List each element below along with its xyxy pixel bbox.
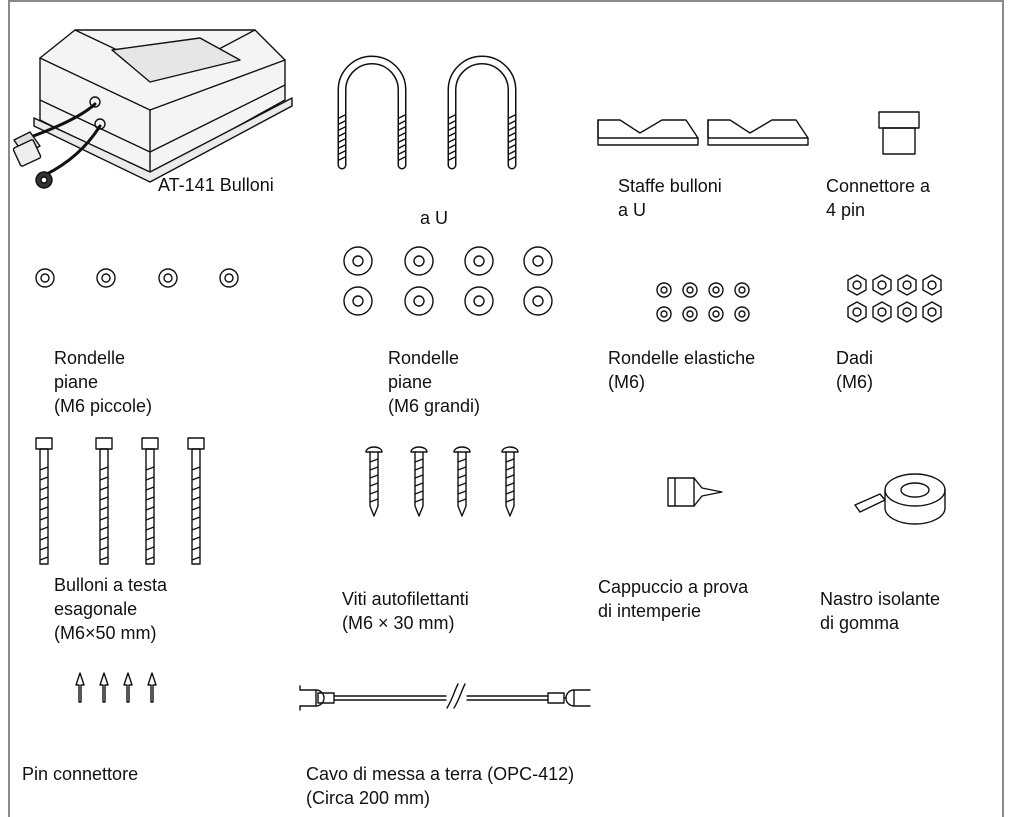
label-line: 4 pin xyxy=(826,200,866,220)
label-line: (M6) xyxy=(608,372,645,392)
label-line: Cappuccio a prova xyxy=(598,577,749,597)
label-flat-washers-large: Rondelle piane (M6 grandi) xyxy=(388,346,480,418)
label-u-bolt: a U xyxy=(420,206,448,230)
label-weatherproof-cap: Cappuccio a prova di intemperie xyxy=(598,575,748,623)
spring-washer-icon xyxy=(656,282,750,322)
label-hex-bolts: Bulloni a testa esagonale (M6×50 mm) xyxy=(54,573,167,645)
label-line: esagonale xyxy=(54,599,138,619)
connector-icon xyxy=(878,111,920,155)
label-line: (M6×50 mm) xyxy=(54,623,157,643)
label-line: (M6 × 30 mm) xyxy=(342,613,455,633)
self-tapping-screw-icon xyxy=(365,446,519,517)
parts-list-frame xyxy=(8,0,1004,817)
label-line: a U xyxy=(618,200,647,220)
label-line: piane xyxy=(388,372,433,392)
label-line: Rondelle elastiche xyxy=(608,348,756,368)
label-line: Bulloni a testa xyxy=(54,575,168,595)
rubber-tape-icon xyxy=(854,473,946,525)
connector-pin-icon xyxy=(75,672,157,703)
label-line: Staffe bulloni xyxy=(618,176,722,196)
label-connector-pins: Pin connettore xyxy=(22,762,138,786)
label-connector: Connettore a 4 pin xyxy=(826,174,930,222)
label-line: Cavo di messa a terra (OPC-412) xyxy=(306,764,575,784)
label-line: Nastro isolante xyxy=(820,589,941,609)
hex-bolt-icon xyxy=(35,437,205,565)
label-self-tapping-screws: Viti autofilettanti (M6 × 30 mm) xyxy=(342,587,469,635)
flat-washer-large-icon xyxy=(343,246,553,316)
weatherproof-cap-icon xyxy=(667,477,723,507)
label-line: Connettore a xyxy=(826,176,931,196)
label-line: (M6) xyxy=(836,372,873,392)
label-line: piane xyxy=(54,372,99,392)
label-line: Rondelle xyxy=(388,348,460,368)
label-line: (Circa 200 mm) xyxy=(306,788,431,808)
label-line: Pin connettore xyxy=(22,764,139,784)
label-line: (M6 piccole) xyxy=(54,396,153,416)
label-line: Dadi xyxy=(836,348,874,368)
label-rubber-tape: Nastro isolante di gomma xyxy=(820,587,940,635)
label-line: di gomma xyxy=(820,613,900,633)
antenna-tuner-icon xyxy=(12,29,293,189)
ground-cable-icon xyxy=(299,683,591,711)
label-line: (M6 grandi) xyxy=(388,396,481,416)
hex-nut-icon xyxy=(847,274,942,323)
label-line: Rondelle xyxy=(54,348,126,368)
label-u-bolt-brackets: Staffe bulloni a U xyxy=(618,174,722,222)
label-spring-washers: Rondelle elastiche (M6) xyxy=(608,346,755,394)
u-bolt-bracket-icon xyxy=(597,119,809,146)
flat-washer-small-icon xyxy=(35,268,239,288)
label-nuts: Dadi (M6) xyxy=(836,346,873,394)
label-ground-cable: Cavo di messa a terra (OPC-412) (Circa 2… xyxy=(306,762,574,810)
u-bolt-icon xyxy=(337,55,517,170)
label-line: di intemperie xyxy=(598,601,702,621)
label-line: Viti autofilettanti xyxy=(342,589,469,609)
label-line: a U xyxy=(420,208,449,228)
label-at141: AT-141 Bulloni xyxy=(158,175,274,195)
label-flat-washers-small: Rondelle piane (M6 piccole) xyxy=(54,346,152,418)
